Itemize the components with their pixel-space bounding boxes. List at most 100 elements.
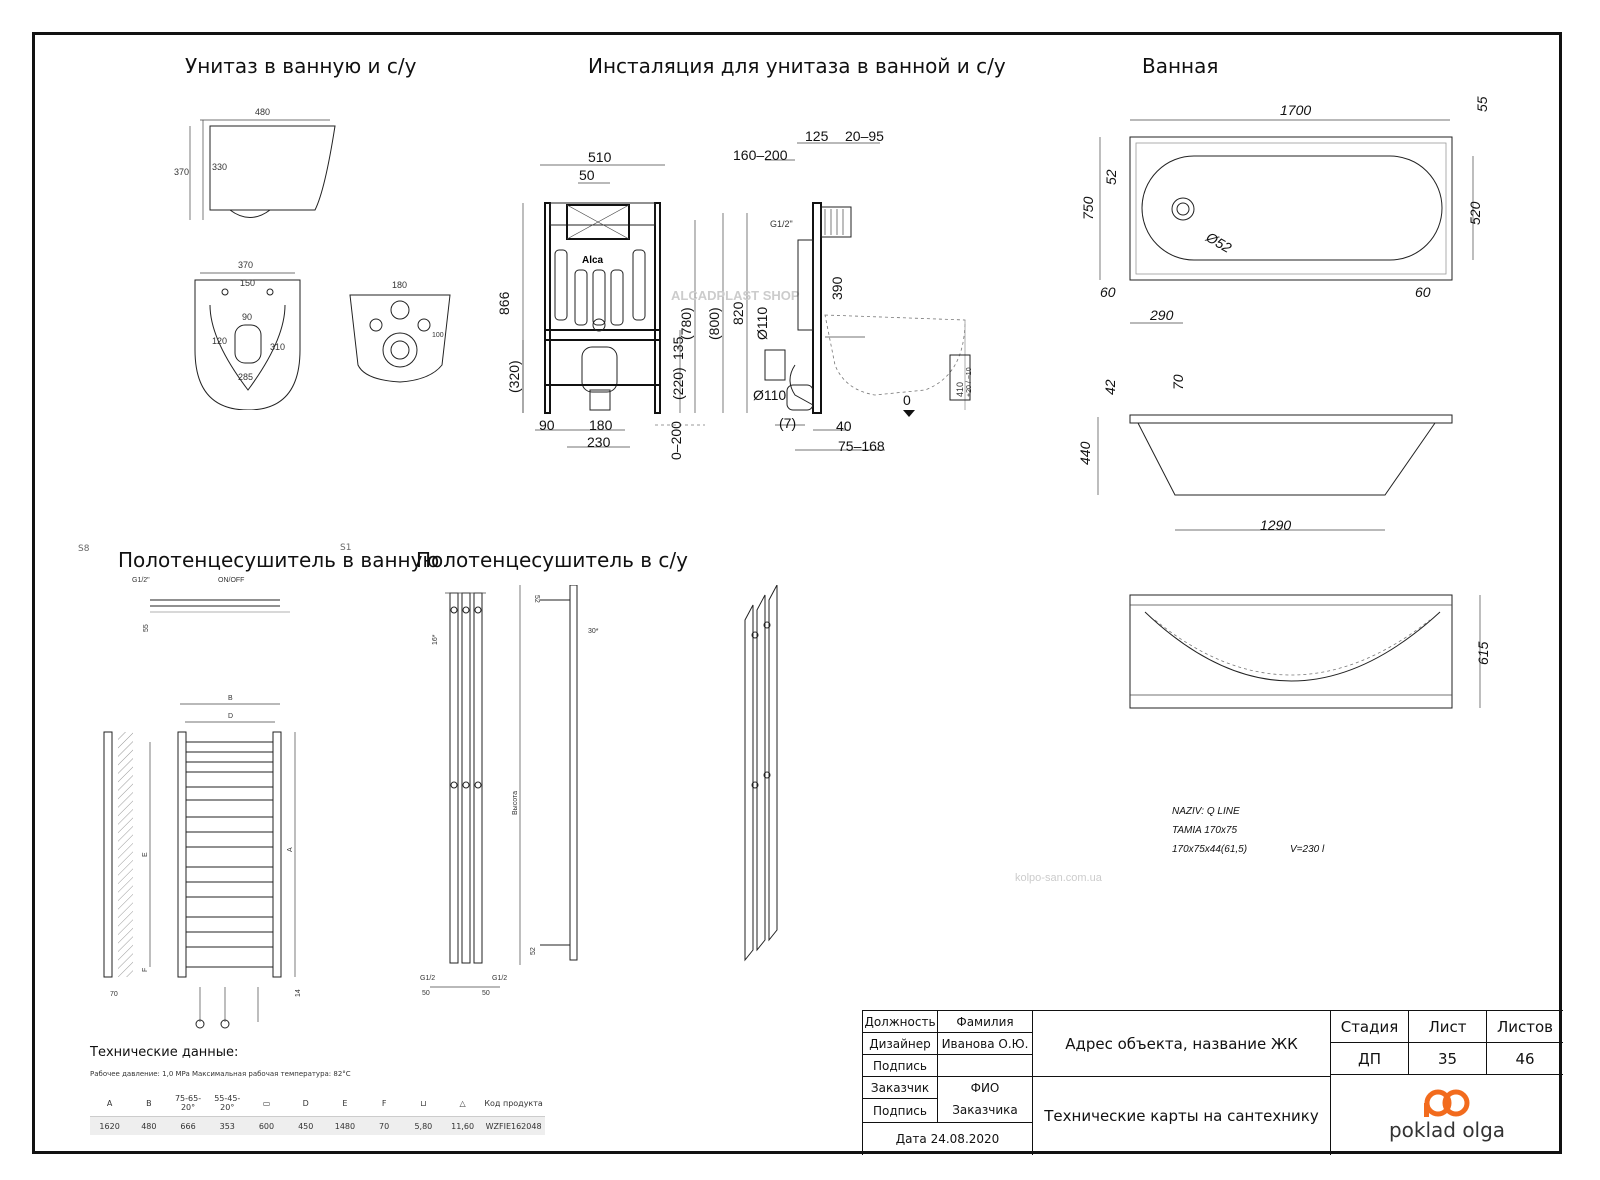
installation-title: Инсталяция для унитаза в ванной и с/у [588,54,1006,78]
towel-dim-d: D [228,713,233,720]
dim-285: 285 [238,372,253,382]
tb-sheets-header: Листов [1487,1011,1563,1043]
towel2-dim-50a: 50 [422,990,430,997]
spec-h8: ⊔ [420,1098,427,1108]
installation-side-view: 160–200 125 20–95 G1/2" 390 Ø110 Ø110 41… [733,128,973,454]
tb-stage: ДП [1331,1043,1409,1075]
dim-50: 50 [579,167,595,183]
tb-address: Адрес объекта, название ЖК [1033,1011,1331,1077]
g12-label: G1/2" [770,219,793,229]
dim-d52: Ø52 [1203,228,1235,256]
logo-icon [1424,1089,1470,1117]
toilet-title: Унитаз в ванную и с/у [185,54,417,78]
spec-table: A B 75-65-20° 55-45-20° ▭ D E F ⊔ △ Код … [90,1090,545,1135]
spec-header-row: A B 75-65-20° 55-45-20° ▭ D E F ⊔ △ Код … [90,1090,545,1117]
spec-v1: 480 [141,1121,157,1131]
spec-v0: 1620 [99,1121,120,1131]
dim-120: 120 [212,336,227,346]
dim-d110a: Ø110 [754,307,770,340]
towel-dim-a: A [287,847,294,852]
dim-440: 440 [1077,441,1093,465]
dim-615: 615 [1475,641,1491,665]
dim-330: 330 [212,162,227,172]
towel-bath-drawing: G1/2" ON/OFF 55 B D E A F 70 14 [103,577,302,1029]
towel-dim-f: F [142,968,149,972]
dim-75-168: 75–168 [838,438,885,454]
tb-stage-header: Стадия [1331,1011,1409,1043]
towel-wc-side: 52 Высота 30* 52 [512,585,599,965]
spec-v9: 11,60 [451,1121,475,1131]
spec-h2: 75-65-20° [174,1094,202,1112]
towel-bath-title: Полотенцесушитель в ванную [118,548,440,572]
bath-volume: V=230 l [1290,844,1325,855]
spec-v3: 353 [219,1121,235,1131]
s8-label: S8 [78,544,90,554]
tb-sheet-header: Лист [1409,1011,1487,1043]
spec-h9: △ [459,1098,466,1108]
dim-52: 52 [1103,169,1119,185]
spec-h4: ▭ [262,1098,271,1108]
towel-g12: G1/2" [132,577,150,584]
spec-v2: 666 [180,1121,196,1131]
dim-top-370: 370 [238,260,253,270]
dim-100: 100 [432,332,444,339]
spec-v7: 70 [379,1121,390,1131]
bath-model-series: TAMIA 170x75 [1172,825,1238,836]
towel2-dim-52b: 52 [530,947,537,955]
spec-h10: Код продукта [484,1098,543,1108]
s1-label: S1 [340,543,352,553]
dim-150: 150 [240,278,255,288]
dim-290: 290 [1149,307,1174,323]
dim-1700: 1700 [1280,102,1311,118]
toilet-top-view: 370 150 90 120 310 285 [194,260,301,410]
logo-text: poklad olga [1388,1118,1506,1142]
dim-60a: 60 [1100,284,1116,300]
dim-60b: 60 [1415,284,1431,300]
towel-wc-front: 16* G1/2 G1/2 50 50 [420,592,507,997]
tb-date: Дата 24.08.2020 [863,1123,1033,1155]
towel2-dim-50b: 50 [482,990,490,997]
tb-customer-name2: Заказчика [938,1097,1033,1123]
dim-70: 70 [1170,374,1186,390]
toilet-rear-view: 180 100 [349,280,451,383]
towel-dim-b: B [228,695,233,702]
dim-1290: 1290 [1260,517,1291,533]
tb-sheets: 46 [1487,1043,1563,1075]
towel2-dim-52a: 52 [533,595,540,603]
spec-v6: 1480 [334,1121,356,1131]
installation-drawing: 510 50 Alca 866 (320) (780) (800) 820 13… [496,128,973,460]
dim-55: 55 [1474,96,1490,112]
dim-install-90: 90 [539,417,555,433]
dim-230: 230 [587,434,611,450]
tb-designer-name: Иванова О.Ю. [938,1033,1033,1055]
dim-410: 410 [955,382,965,397]
dim-820: 820 [730,301,746,325]
bath-title: Ванная [1142,54,1219,78]
towel-wc-drawing: 16* G1/2 G1/2 50 50 52 Высота 30* 52 [420,585,778,997]
dim-310: 310 [270,342,285,352]
dim-tolerance: +20 / −10 [966,367,973,397]
watermark: ALCADPLAST SHOP [671,288,800,303]
dim-7: (7) [779,415,796,431]
bath-side-view: 42 70 440 1290 [1077,374,1453,533]
towel-dim-e: E [142,852,149,857]
dim-42: 42 [1102,379,1118,395]
dim-780: (780) [678,307,694,340]
dim-520: 520 [1467,201,1483,225]
spec-heading: Технические данные: [90,1045,239,1060]
dim-d110b: Ø110 [753,387,786,403]
dim-install-180: 180 [589,417,613,433]
brand-label: Alca [582,255,604,266]
spec-h0: A [106,1098,113,1108]
dim-866: 866 [496,291,512,315]
tb-designer: Дизайнер [863,1033,938,1055]
spec-h3: 55-45-20° [214,1094,241,1112]
bath-model-size: 170x75x44(61,5) [1172,844,1248,855]
towel2-dim-30: 30* [588,628,599,635]
tb-name-header: Фамилия [938,1011,1033,1033]
tb-customer: Заказчик [863,1077,938,1099]
tb-doc-title: Технические карты на сантехнику [1033,1077,1331,1155]
dim-125: 125 [805,128,829,144]
towel2-height-label: Высота [512,791,519,815]
tb-sign1-value [938,1055,1033,1077]
